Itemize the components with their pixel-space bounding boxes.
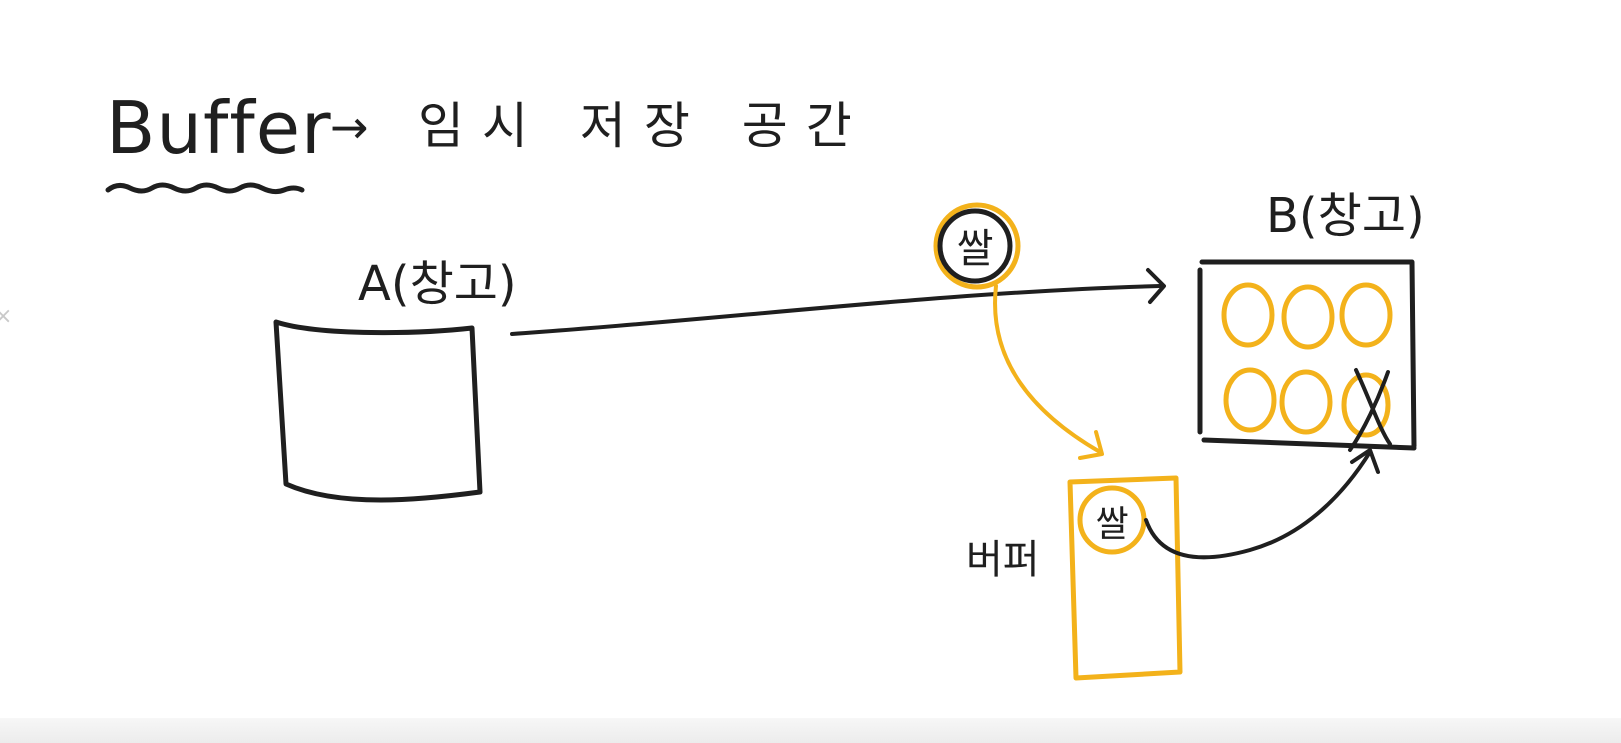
- rice-item: 쌀: [933, 202, 1021, 290]
- warehouse-b-stock: [1221, 282, 1393, 438]
- to-buffer-arrow: [993, 284, 1104, 460]
- warehouse-b-label: B(창고): [1266, 188, 1425, 244]
- title-description: 임시 저장 공간: [418, 97, 870, 155]
- title-underline: [105, 182, 305, 195]
- warehouse-a-box: [273, 319, 483, 503]
- buffer: 버퍼 쌀: [966, 475, 1183, 681]
- buffer-box: [1067, 475, 1183, 681]
- empty-slot-mark: [1348, 368, 1392, 452]
- title-arrow: →: [330, 100, 369, 154]
- title-group: Buffer → 임시 저장 공간: [105, 86, 870, 195]
- title-word: Buffer: [106, 86, 332, 170]
- warehouse-a: A(창고): [273, 256, 517, 503]
- bottom-bar: [0, 718, 1621, 743]
- warehouse-b-frame: [1197, 259, 1417, 451]
- transfer-arrow: [510, 268, 1166, 336]
- rice-item-label: 쌀: [957, 226, 994, 272]
- warehouse-a-label: A(창고): [358, 256, 517, 312]
- refill-arrow: [1144, 448, 1380, 560]
- buffer-label: 버퍼: [966, 537, 1040, 583]
- buffer-item-label: 쌀: [1095, 504, 1128, 545]
- edge-fragment-icon: ×: [0, 304, 13, 329]
- warehouse-b: B(창고): [1197, 188, 1425, 452]
